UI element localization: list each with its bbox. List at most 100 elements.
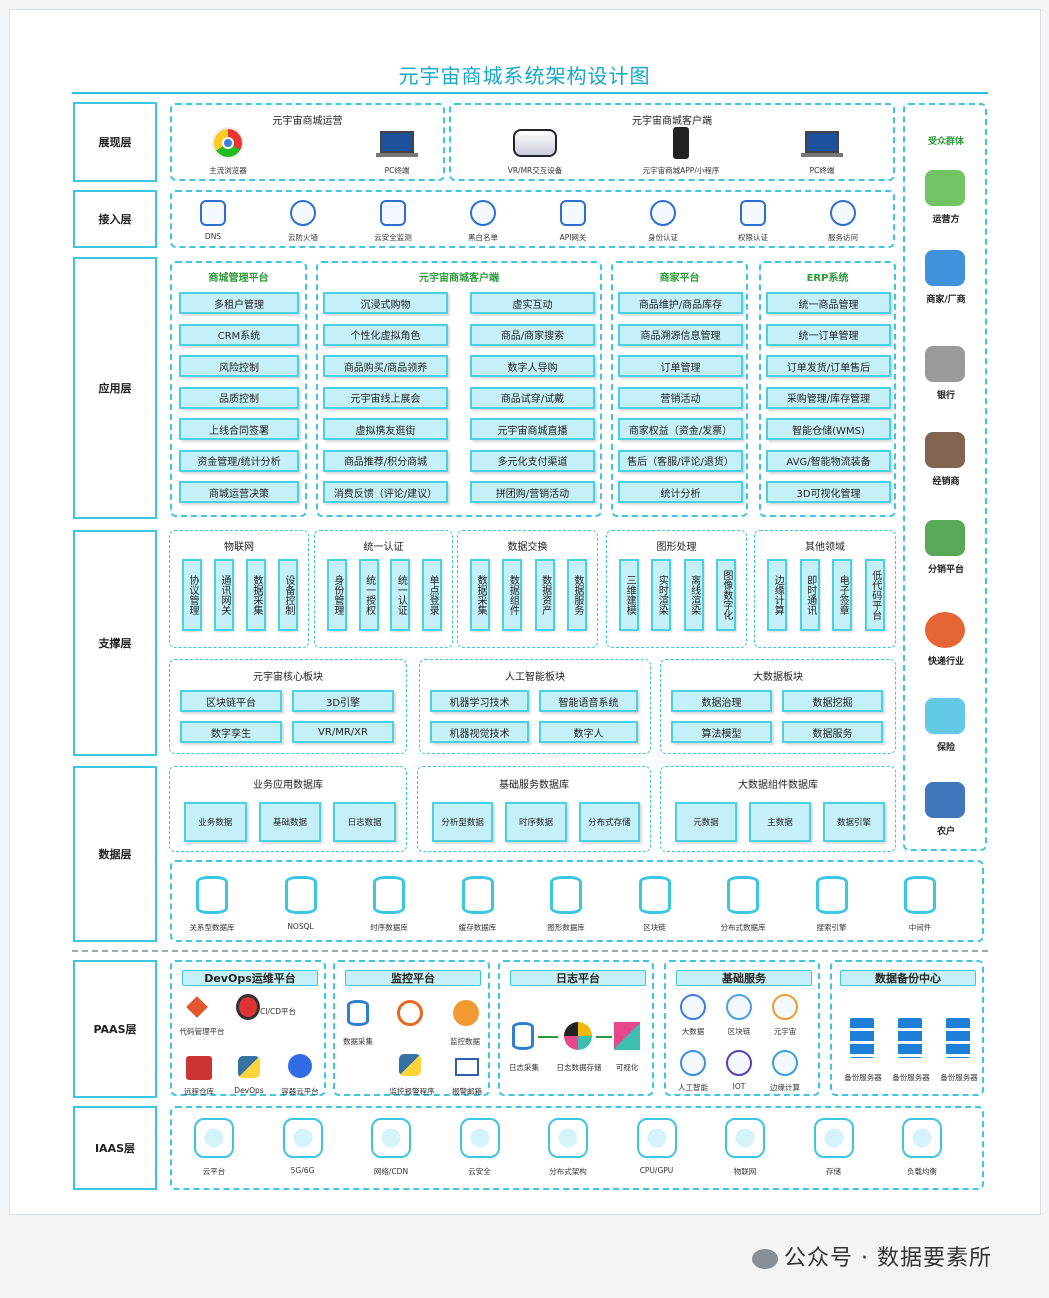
audience-icon bbox=[925, 346, 965, 382]
pc-icon-base bbox=[801, 153, 843, 157]
redis-icon bbox=[186, 1056, 212, 1080]
audience-icon bbox=[925, 698, 965, 734]
database-store-label: 关系型数据库 bbox=[189, 923, 235, 932]
audience-label: 快递行业 bbox=[927, 657, 964, 667]
paas-log-group: 日志平台 日志采集 日志数据存储 可视化 bbox=[498, 960, 654, 1096]
database-store-label: 缓存数据库 bbox=[458, 923, 497, 932]
paas-base-title: 基础服务 bbox=[676, 970, 812, 986]
layer-application: 应用层 bbox=[73, 257, 157, 519]
database-group: 大数据组件数据库元数据主数据数据引擎 bbox=[660, 766, 896, 852]
app-item: 多元化支付渠道 bbox=[470, 449, 595, 472]
app-item: 统一订单管理 bbox=[766, 323, 891, 346]
database-item: 分布式存储 bbox=[578, 802, 640, 842]
iaas-label: 5G/6G bbox=[290, 1166, 315, 1175]
backup-server-label: 备份服务器 bbox=[892, 1073, 930, 1082]
support-item: 数据采集 bbox=[470, 559, 491, 631]
backup-server-icon bbox=[898, 1018, 922, 1058]
wechat-icon bbox=[752, 1249, 778, 1269]
jenkins-icon bbox=[236, 994, 260, 1020]
paas-monitor-group: 监控平台 数据采集 监控数据 监控报警程序 报警邮箱 bbox=[333, 960, 490, 1096]
iaas-icon bbox=[902, 1118, 942, 1158]
layer-support: 支撑层 bbox=[73, 530, 157, 756]
backup-server-label: 备份服务器 bbox=[940, 1073, 978, 1082]
support-item: 通讯网关 bbox=[214, 559, 234, 631]
kibana-icon bbox=[614, 1022, 640, 1050]
presentation-ops-item: 主流浏览器 bbox=[209, 166, 247, 175]
presentation-client-title: 元宇宙商城客户端 bbox=[632, 116, 712, 127]
paas-log-title: 日志平台 bbox=[510, 970, 646, 986]
backup-server-icon bbox=[850, 1018, 874, 1058]
app-item: 个性化虚拟角色 bbox=[323, 323, 448, 346]
pc-icon bbox=[380, 131, 414, 153]
audience-label: 农户 bbox=[936, 827, 955, 837]
database-group: 业务应用数据库业务数据基础数据日志数据 bbox=[169, 766, 407, 852]
paas-log-item: 可视化 bbox=[615, 1063, 639, 1072]
app-merchant-group: 商家平台 商品维护/商品库存商品溯源信息管理订单管理营销活动商家权益（资金/发票… bbox=[611, 261, 748, 517]
access-icon bbox=[560, 200, 586, 226]
audience-icon bbox=[925, 432, 965, 468]
database-item: 业务数据 bbox=[184, 802, 247, 842]
pc-icon-base bbox=[376, 153, 418, 157]
app-item: 风险控制 bbox=[179, 355, 299, 377]
database-store-label: 中间件 bbox=[908, 923, 932, 932]
support-item: 图像数字化 bbox=[715, 559, 736, 631]
backup-server-icon bbox=[946, 1018, 970, 1058]
backup-server-label: 备份服务器 bbox=[844, 1073, 882, 1082]
database-group-title: 业务应用数据库 bbox=[253, 780, 323, 791]
app-mgmt-title: 商城管理平台 bbox=[208, 273, 269, 284]
support-block-item: 数据挖掘 bbox=[782, 690, 883, 712]
support-group-title: 其他领域 bbox=[805, 542, 845, 553]
app-item: 数字人导购 bbox=[470, 355, 595, 377]
app-item: 元宇宙商城直播 bbox=[470, 418, 595, 440]
paas-monitor-item: 监控报警程序 bbox=[389, 1087, 435, 1096]
layer-separator bbox=[72, 950, 988, 952]
paas-monitor-title: 监控平台 bbox=[345, 970, 481, 986]
python-icon bbox=[399, 1054, 421, 1076]
access-label: 服务访问 bbox=[828, 233, 858, 242]
paas-log-item: 日志数据存储 bbox=[556, 1063, 602, 1072]
support-item: 单点登录 bbox=[422, 559, 443, 631]
footer-text: 公众号 · 数据要素所 bbox=[784, 1246, 992, 1271]
paas-monitor-item: 报警邮箱 bbox=[452, 1087, 482, 1096]
database-item: 基础数据 bbox=[258, 802, 322, 842]
vr-headset-icon bbox=[513, 129, 557, 157]
app-item: 商品推荐/积分商城 bbox=[323, 449, 448, 472]
base-service-label: 元宇宙 bbox=[773, 1027, 797, 1036]
app-item: 商品试穿/试戴 bbox=[470, 386, 595, 409]
base-service-label: 人工智能 bbox=[678, 1083, 708, 1092]
iaas-icon bbox=[636, 1118, 677, 1158]
gitlab-icon bbox=[186, 996, 208, 1018]
paas-devops-title: DevOps运维平台 bbox=[182, 970, 318, 986]
audience-title: 受众群体 bbox=[927, 137, 964, 147]
app-item: 统一商品管理 bbox=[766, 292, 891, 314]
app-item: 智能仓储(WMS) bbox=[766, 418, 891, 440]
support-item: 电子签章 bbox=[832, 559, 853, 631]
flow-arrow bbox=[596, 1036, 612, 1038]
iaas-label: 网络/CDN bbox=[373, 1167, 409, 1176]
app-item: CRM系统 bbox=[179, 323, 299, 346]
support-block-item: 3D引擎 bbox=[292, 690, 394, 712]
support-item: 统一认证 bbox=[390, 559, 411, 631]
database-group-title: 大数据组件数据库 bbox=[738, 780, 818, 791]
support-item: 低代码平台 bbox=[864, 559, 885, 631]
footer-watermark: 公众号 · 数据要素所 bbox=[752, 1240, 992, 1272]
paas-devops-item: 远程仓库 bbox=[184, 1087, 214, 1096]
app-item: 营销活动 bbox=[618, 386, 743, 409]
support-item: 离线渲染 bbox=[683, 559, 704, 631]
audience-icon bbox=[925, 782, 965, 818]
app-item: 3D可视化管理 bbox=[766, 481, 891, 503]
layer-iaas: IAAS层 bbox=[73, 1106, 157, 1190]
base-service-icon bbox=[726, 994, 752, 1020]
database-icon bbox=[512, 1022, 534, 1050]
support-block-item: 区块链平台 bbox=[180, 690, 282, 712]
audience-icon bbox=[925, 170, 965, 206]
browser-icon bbox=[212, 127, 244, 159]
base-service-label: IOT bbox=[732, 1082, 746, 1091]
support-group-title: 物联网 bbox=[224, 542, 254, 553]
app-item: 虚实互动 bbox=[470, 292, 595, 314]
paas-backup-title: 数据备份中心 bbox=[840, 970, 976, 986]
database-item: 主数据 bbox=[749, 802, 811, 842]
support-block-title: 大数据板块 bbox=[753, 672, 803, 683]
